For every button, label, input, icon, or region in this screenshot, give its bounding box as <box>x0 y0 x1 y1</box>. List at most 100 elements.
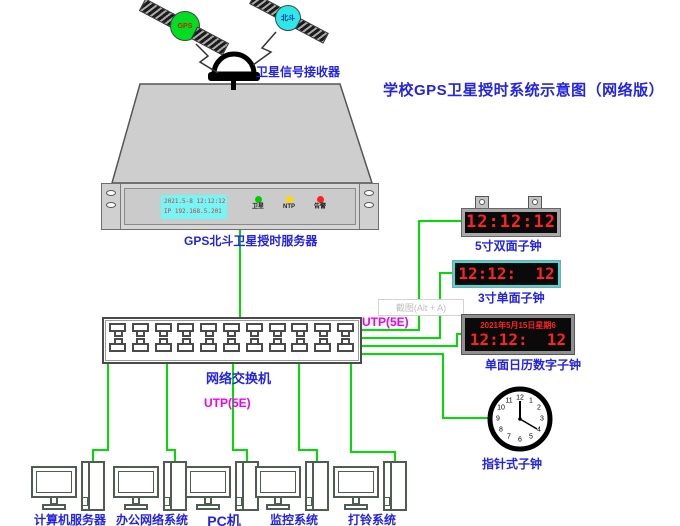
gps-satellite-label: GPS <box>177 22 193 30</box>
tower-icon <box>163 461 187 511</box>
rj45-port <box>268 338 287 352</box>
clock-5inch: 12:12:12 <box>462 209 560 236</box>
monitor-icon <box>333 466 379 498</box>
rack-ear-left <box>102 184 121 229</box>
screw-hole <box>364 202 374 208</box>
dial-number: 12 <box>516 394 524 402</box>
rj45-port <box>245 338 264 352</box>
rj45-port <box>291 323 309 337</box>
server-label: GPS北斗卫星授时服务器 <box>184 234 318 248</box>
wire-switch-to-pc2 <box>166 362 176 464</box>
rj45-port <box>154 338 173 352</box>
dial-number: 6 <box>518 436 522 444</box>
rj45-port <box>245 323 264 337</box>
rj45-port <box>336 323 355 337</box>
rj45-port <box>154 323 173 337</box>
clock-5inch-label: 5寸双面子钟 <box>475 239 542 253</box>
clock-3inch: 12:12: 12 <box>453 261 560 287</box>
rj45-port <box>177 323 195 337</box>
computer-server-unit: 计算机服务器 <box>31 460 109 526</box>
rj45-port <box>268 323 287 337</box>
monitor-icon <box>255 466 301 498</box>
calendar-clock-label: 单面日历数字子钟 <box>485 358 582 372</box>
monitor-icon <box>185 466 231 498</box>
clock-5inch-time: 12:12:12 <box>466 212 556 232</box>
calendar-clock-date: 2021年5月15日星期6 <box>480 321 556 331</box>
screw-hole <box>106 190 116 196</box>
utp-label-right: UTP(5E) <box>362 315 409 329</box>
rj45-port <box>109 338 127 352</box>
beidou-satellite: 北斗 <box>249 0 342 62</box>
switch-label: 网络交换机 <box>206 371 272 386</box>
screw-hole <box>106 202 116 208</box>
clock-mount-bracket <box>475 196 489 209</box>
dial-number: 2 <box>537 404 541 412</box>
antenna-stem <box>231 80 236 90</box>
monitor-icon <box>113 466 159 498</box>
monitoring-system-unit: 监控系统 <box>255 460 333 526</box>
dial-number: 1 <box>529 397 533 405</box>
calendar-clock-time: 12:12: 12 <box>469 329 567 349</box>
rj45-port <box>200 323 218 337</box>
clock-3inch-label: 3寸单面子钟 <box>478 291 545 305</box>
server-led-group: 卫星 NTP 告警 <box>249 196 329 211</box>
lcd-ip-line: IP 192.168.5.201 <box>164 207 222 215</box>
tower-icon <box>81 461 105 511</box>
page-title: 学校GPS卫星授时系统示意图（网络版） <box>383 82 665 99</box>
computer-label: 办公网络系统 <box>115 513 189 526</box>
rj45-port <box>131 323 150 337</box>
bell-system-unit: 打铃系统 <box>333 460 411 526</box>
satellite-led-label: 卫星 <box>251 204 264 210</box>
dial-number: 5 <box>529 433 533 441</box>
dial-number: 4 <box>537 426 541 434</box>
analog-clock-label: 指针式子钟 <box>482 457 543 471</box>
switch-faceplate <box>105 320 359 361</box>
clock-3inch-time: 12:12: 12 <box>458 264 555 283</box>
computer-label: 计算机服务器 <box>33 513 107 526</box>
server-front-panel: 2021.5-8 12:12:12 IP 192.168.5.201 卫星 NT… <box>124 188 356 225</box>
gps-satellite: GPS <box>138 0 232 62</box>
alarm-led <box>316 196 324 203</box>
rj45-port <box>222 338 241 352</box>
antenna-base <box>208 72 260 81</box>
dial-number: 11 <box>505 397 513 405</box>
rj45-port <box>177 338 195 352</box>
rj45-port <box>109 323 127 337</box>
beidou-satellite-label: 北斗 <box>281 15 295 22</box>
gps-server-chassis: 2021.5-8 12:12:12 IP 192.168.5.201 卫星 NT… <box>101 183 379 230</box>
wire-switch-to-pc5 <box>350 362 396 464</box>
computer-label: 监控系统 <box>269 513 319 526</box>
screenshot-tooltip: 截图(Alt + A) <box>378 299 464 316</box>
antenna-label: 卫星信号接收器 <box>256 65 341 79</box>
dial-number: 10 <box>497 404 505 412</box>
dial-number: 8 <box>499 426 503 434</box>
wire-switch-to-pc1 <box>92 362 109 464</box>
solar-panel <box>190 26 230 56</box>
wire-switch-to-analog-clock <box>360 353 488 419</box>
calendar-clock: 2021年5月15日星期6 12:12: 12 <box>462 315 574 354</box>
network-switch <box>102 317 362 364</box>
dial-number: 9 <box>496 415 500 423</box>
dial-number: 7 <box>507 433 511 441</box>
lcd-time-line: 2021.5-8 12:12:12 <box>164 198 226 205</box>
rack-ear-right <box>359 184 378 229</box>
computer-label: PC机 <box>207 513 241 526</box>
screw-hole <box>364 190 374 196</box>
rj45-port <box>291 338 309 352</box>
tower-icon <box>305 461 329 511</box>
monitor-icon <box>31 466 77 498</box>
alarm-led-label: 告警 <box>313 204 326 210</box>
rj45-port <box>314 338 332 352</box>
solar-panel <box>295 18 329 44</box>
rj45-port <box>131 338 150 352</box>
rj45-port <box>200 338 218 352</box>
clock-mount-bracket <box>528 196 542 209</box>
office-network-unit: 办公网络系统 <box>113 460 191 526</box>
antenna-pedestal <box>111 83 374 184</box>
satellite-led <box>254 196 262 203</box>
rj45-port <box>336 338 355 352</box>
rj45-port <box>222 323 241 337</box>
analog-clock-numbers: 12 1 2 3 4 5 6 7 8 9 10 11 <box>489 388 551 450</box>
rj45-port <box>314 323 332 337</box>
